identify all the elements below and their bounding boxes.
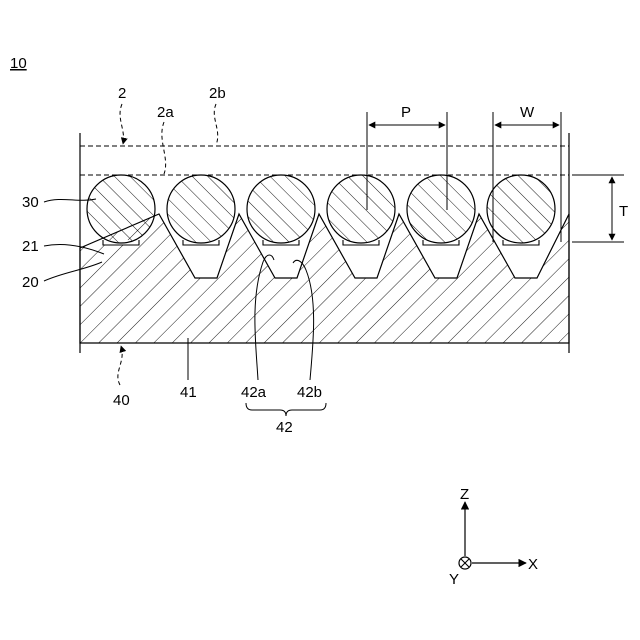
axis-z-label: Z: [460, 486, 469, 503]
bracket-42: [246, 403, 326, 416]
particle: [167, 175, 235, 243]
label-42a: 42a: [241, 384, 267, 401]
label-2a: 2a: [157, 104, 174, 121]
label-w: W: [520, 104, 535, 121]
label-41: 41: [180, 384, 197, 401]
particle: [247, 175, 315, 243]
particle: [87, 175, 155, 243]
particle: [487, 175, 555, 243]
coordinate-axes: Z X Y: [449, 486, 538, 588]
axis-x-label: X: [528, 556, 538, 573]
label-2b: 2b: [209, 85, 226, 102]
particle: [407, 175, 475, 243]
leader-2b: [214, 104, 217, 145]
label-t: T: [619, 203, 628, 220]
base-body-41: [80, 214, 569, 343]
leader-40: [118, 346, 122, 385]
label-2: 2: [118, 85, 126, 102]
label-30: 30: [22, 194, 39, 211]
dimension-t: [572, 175, 624, 242]
leader-2: [120, 104, 124, 144]
figure-number: 10: [10, 55, 27, 72]
label-20: 20: [22, 274, 39, 291]
label-21: 21: [22, 238, 39, 255]
leader-2a: [162, 122, 166, 174]
label-40: 40: [113, 392, 130, 409]
label-p: P: [401, 104, 411, 121]
particle: [327, 175, 395, 243]
label-42: 42: [276, 419, 293, 436]
axis-y-label: Y: [449, 571, 459, 588]
label-42b: 42b: [297, 384, 322, 401]
